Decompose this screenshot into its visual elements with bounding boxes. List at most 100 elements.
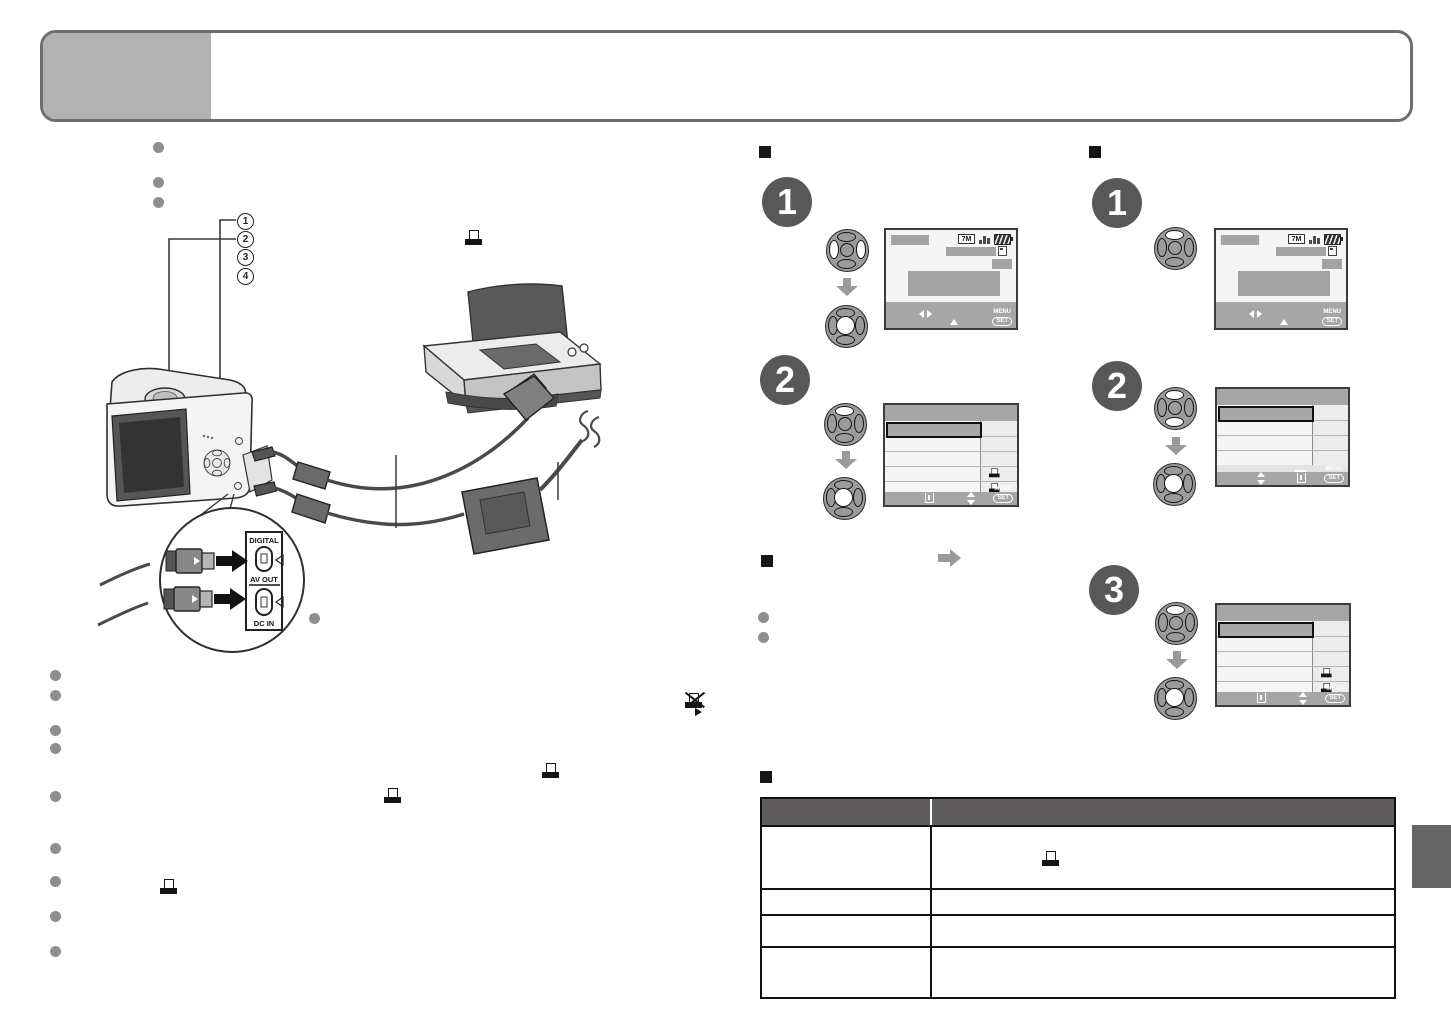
bullet (153, 177, 164, 188)
message-box (1238, 271, 1330, 296)
down-arrow-icon (1165, 437, 1187, 455)
step-1-badge: 1 (1092, 178, 1142, 228)
step-3-badge: 3 (1089, 565, 1139, 615)
status-box (1322, 259, 1342, 269)
camera-illustration (106, 367, 273, 507)
bullet (153, 142, 164, 153)
bullet (50, 725, 61, 736)
dpad-center (1154, 677, 1197, 720)
up-down-icon (1257, 472, 1266, 485)
up-down-icon (967, 492, 976, 505)
usb-cable (251, 416, 530, 491)
status-label-box (1221, 235, 1259, 245)
dpad-up (824, 403, 867, 446)
port-pointer (274, 553, 284, 567)
page-edge-tab (1412, 825, 1451, 888)
status-box (992, 259, 1012, 269)
print-icon (160, 879, 178, 895)
insert-arrow (216, 550, 248, 572)
menu-footer-strip (1217, 465, 1348, 476)
memory-card-icon (998, 246, 1007, 256)
bullet (50, 843, 61, 854)
up-down-icon (1299, 692, 1308, 705)
bullet (50, 690, 61, 701)
left-right-icon (919, 310, 932, 319)
callout-number-3: 3 (237, 249, 254, 266)
bullet (758, 632, 769, 643)
digital-port (255, 546, 273, 572)
menu-header-bar (1217, 605, 1349, 621)
power-cord (538, 438, 584, 492)
print-icon (989, 483, 1000, 493)
right-arrow-icon (938, 549, 962, 567)
resolution-badge: 7M (958, 234, 975, 244)
dc-plug-into-dc-in (163, 586, 246, 612)
port-pointer (274, 595, 284, 609)
print-icon (989, 468, 1000, 478)
dpad-up-down (1154, 387, 1197, 430)
up-triangle-icon (1280, 319, 1288, 325)
bullet (153, 197, 164, 208)
section-marker (761, 555, 773, 567)
menu-right-column (1312, 621, 1349, 696)
camera-dpad (203, 449, 231, 477)
print-icon (384, 788, 402, 804)
bullet (50, 911, 61, 922)
step-2-badge: 2 (760, 355, 810, 405)
selected-menu-row (886, 422, 982, 438)
menu-header-bar (1217, 389, 1348, 405)
ac-adapter-illustration (461, 409, 601, 555)
print-icon (1321, 668, 1332, 678)
cord-continues-mark (579, 409, 601, 448)
page-header-banner (40, 30, 1413, 122)
ferrite-core (292, 461, 331, 490)
terminal-magnifier: DIGITAL AV OUT DC IN (97, 507, 305, 653)
table-row (762, 825, 1394, 888)
dpad-left-right (826, 229, 869, 272)
print-icon (1321, 683, 1332, 693)
dpad-center (1153, 463, 1196, 506)
dc-in-port (255, 588, 273, 616)
callout-line-1 (219, 219, 236, 420)
down-arrow-icon (1166, 651, 1188, 669)
down-arrow-icon (836, 278, 858, 296)
bullet (309, 613, 320, 624)
selected-menu-row (1218, 622, 1314, 638)
print-icon (1042, 851, 1060, 867)
callout-number-2: 2 (237, 231, 254, 248)
resolution-badge: 7M (1288, 234, 1305, 244)
callout-number-1: 1 (237, 213, 254, 230)
dpad-center (823, 477, 866, 520)
table-row (762, 888, 1394, 914)
av-out-port-label: AV OUT (250, 575, 278, 584)
status-label-box (891, 235, 929, 245)
quality-bars-icon (1309, 234, 1321, 244)
callout-line-2 (168, 238, 236, 396)
callout-number-4: 4 (237, 268, 254, 285)
header-title-band (43, 33, 211, 119)
usb-plug-into-digital (165, 548, 248, 574)
menu-right-column (980, 421, 1017, 496)
dc-in-port-label: DC IN (254, 619, 274, 628)
print-icon (465, 230, 483, 246)
dpad-center (825, 305, 868, 348)
table-row (762, 914, 1394, 946)
status-box (946, 247, 996, 256)
usb-plug (502, 373, 556, 421)
up-triangle-icon (950, 319, 958, 325)
print-settings-table (760, 797, 1396, 999)
insert-arrow (214, 588, 246, 610)
step-1-badge: 1 (762, 177, 812, 227)
section-marker (1089, 146, 1101, 158)
